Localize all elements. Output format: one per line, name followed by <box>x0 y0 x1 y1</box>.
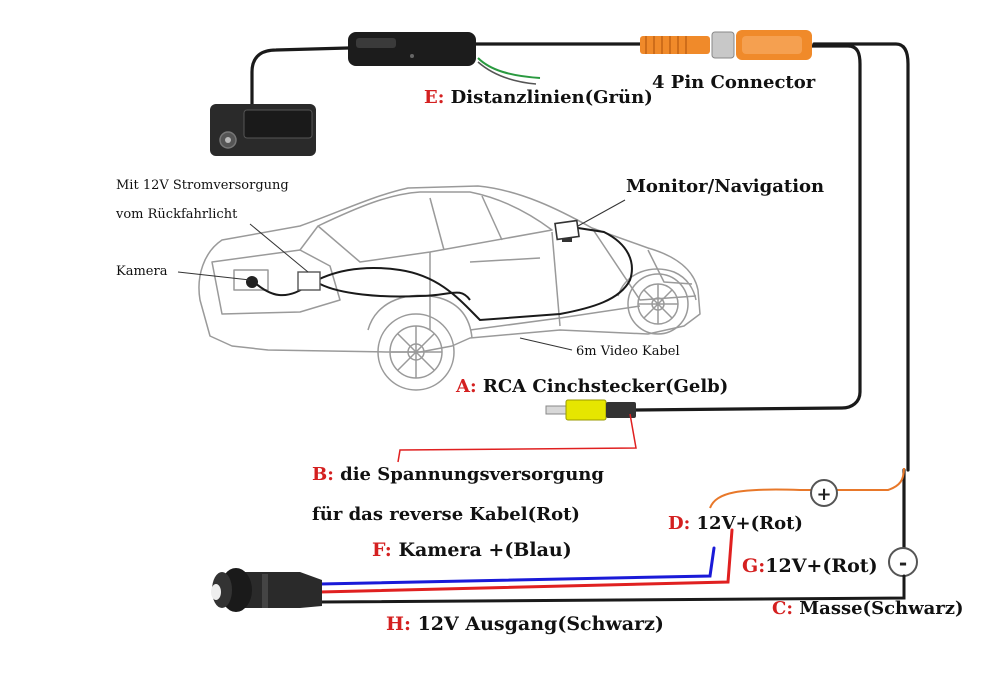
control-box-icon <box>348 32 476 66</box>
label-c: C: Masse(Schwarz) <box>772 598 964 619</box>
svg-text:+: + <box>816 484 831 505</box>
label-e: E: Distanzlinien(Grün) <box>424 87 653 108</box>
label-stromversorgung-1: Mit 12V Stromversorgung <box>116 178 289 193</box>
label-f: F: Kamera +(Blau) <box>372 539 572 561</box>
label-b-line1: B: die Spannungsversorgung <box>312 464 604 485</box>
label-a: A: RCA Cinchstecker(Gelb) <box>456 376 729 397</box>
camera-icon <box>246 276 258 288</box>
light-module-icon <box>297 271 321 291</box>
svg-text:-: - <box>899 551 907 575</box>
minus-icon: - <box>888 547 918 577</box>
label-4-pin-connector: 4 Pin Connector <box>652 72 816 93</box>
label-stromversorgung-2: vom Rückfahrlicht <box>116 207 238 222</box>
camera-icon <box>211 568 322 612</box>
label-g: G:12V+(Rot) <box>742 555 878 577</box>
label-video-kabel: 6m Video Kabel <box>576 344 680 359</box>
label-b-line2: für das reverse Kabel(Rot) <box>312 504 580 525</box>
plus-icon: + <box>810 479 838 507</box>
rca-plug-icon <box>545 399 636 421</box>
label-monitor: Monitor/Navigation <box>626 176 825 197</box>
monitor-icon <box>554 219 580 242</box>
label-d: D: 12V+(Rot) <box>668 513 803 534</box>
car-icon <box>198 185 701 391</box>
four-pin-connector-icon <box>640 30 812 60</box>
rear-camera-module-icon <box>210 104 316 156</box>
label-kamera: Kamera <box>116 264 168 279</box>
label-h: H: 12V Ausgang(Schwarz) <box>386 613 664 635</box>
